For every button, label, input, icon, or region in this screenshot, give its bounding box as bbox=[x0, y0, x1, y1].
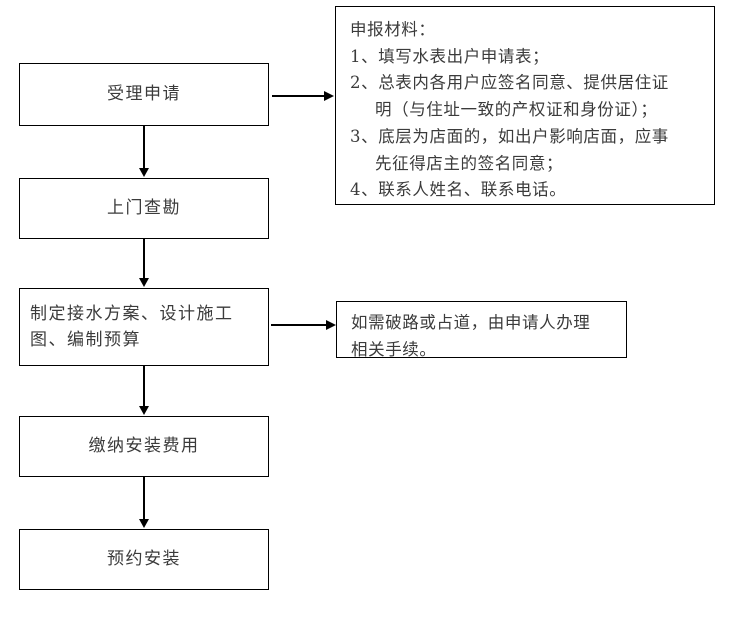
note-line: 相关手续。 bbox=[351, 339, 437, 359]
note-line: 先征得店主的签名同意； bbox=[375, 153, 564, 173]
note-line: 4、联系人姓名、联系电话。 bbox=[350, 180, 567, 200]
note-box-materials: 申报材料： 1、填写水表出户申请表； 2、总表内各用户应签名同意、提供居住证 明… bbox=[335, 6, 715, 205]
note-line: 明（与住址一致的产权证和身份证）； bbox=[375, 100, 658, 120]
process-box-step-3[interactable]: 制定接水方案、设计施工图、编制预算 bbox=[19, 288, 269, 366]
process-box-label: 缴纳安装费用 bbox=[88, 436, 200, 457]
process-box-step-4[interactable]: 缴纳安装费用 bbox=[19, 416, 269, 477]
note-line: 如需破路或占道，由申请人办理 bbox=[351, 313, 591, 332]
note-line: 1、填写水表出户申请表； bbox=[350, 46, 550, 66]
note-line: 2、总表内各用户应签名同意、提供居住证 bbox=[350, 73, 669, 93]
note-box-road: 如需破路或占道，由申请人办理 相关手续。 bbox=[336, 301, 627, 359]
note-line: 3、底层为店面的，如出户影响店面，应事 bbox=[350, 126, 669, 146]
process-box-step-1[interactable]: 受理申请 bbox=[19, 63, 269, 126]
process-box-label: 预约安装 bbox=[107, 549, 181, 570]
process-box-label: 上门查勘 bbox=[107, 198, 181, 219]
process-box-step-5[interactable]: 预约安装 bbox=[19, 529, 269, 590]
process-box-label: 制定接水方案、设计施工图、编制预算 bbox=[30, 303, 234, 350]
process-box-step-2[interactable]: 上门查勘 bbox=[19, 178, 269, 239]
note-line: 申报材料： bbox=[350, 20, 436, 39]
process-box-label: 受理申请 bbox=[107, 84, 181, 105]
